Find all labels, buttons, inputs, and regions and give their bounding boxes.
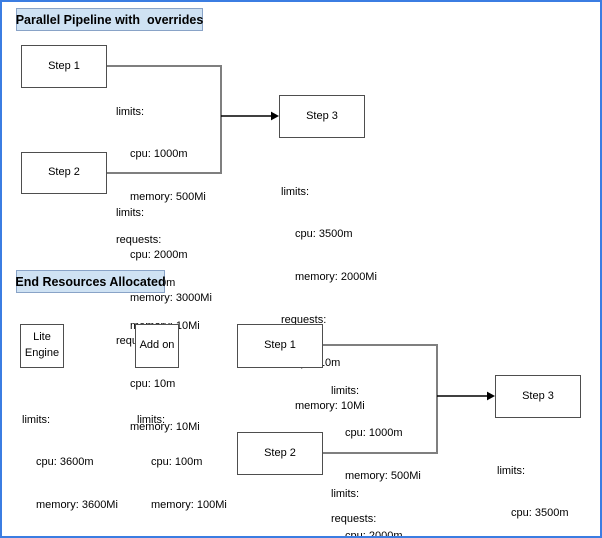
resource-line: memory: 2000Mi xyxy=(295,271,377,284)
resources-add-on: limits: cpu: 100m memory: 100Mi requests… xyxy=(137,384,227,538)
node-top-step3: Step 3 xyxy=(279,95,365,138)
resource-line: cpu: 2000m xyxy=(130,249,188,262)
node-add-on: Add on xyxy=(135,324,179,368)
resources-bottom-step3: limits: cpu: 3500m memory: 2000Mi reques… xyxy=(497,435,593,538)
resource-line: memory: 10Mi xyxy=(295,400,365,413)
resource-line: limits: xyxy=(281,185,310,198)
resource-line: limits: xyxy=(116,105,145,118)
resource-line: cpu: 2000m xyxy=(345,530,403,538)
resource-line: cpu: 100m xyxy=(151,456,203,469)
resource-line: cpu: 10m xyxy=(130,378,176,391)
node-label: Step 2 xyxy=(48,166,80,179)
resource-line: limits: xyxy=(116,206,145,219)
node-label: Lite xyxy=(33,331,51,344)
top-arrow-head-icon xyxy=(271,111,279,121)
bottom-arrow-head-icon xyxy=(487,391,495,401)
resource-line: cpu: 3500m xyxy=(295,228,353,241)
node-label: Engine xyxy=(24,347,60,359)
resource-line: limits: xyxy=(137,413,166,426)
node-bottom-step2: Step 2 xyxy=(237,432,323,475)
resource-line: memory: 100Mi xyxy=(151,499,227,512)
resources-bottom-step2: limits: cpu: 2000m memory: 3000Mi reques… xyxy=(331,458,427,538)
resources-bottom-step1: limits: cpu: 1000m memory: 500Mi request… xyxy=(331,355,421,538)
resource-line: limits: xyxy=(331,384,360,397)
resources-top-step2: limits: cpu: 2000m memory: 3000Mi reques… xyxy=(116,177,212,463)
node-bottom-step3: Step 3 xyxy=(495,375,581,418)
node-label: Step 1 xyxy=(264,339,296,352)
node-label: Step 2 xyxy=(264,446,296,459)
resources-lite-engine: limits: cpu: 3600m memory: 3600Mi reques… xyxy=(22,384,118,538)
node-bottom-step1: Step 1 xyxy=(237,324,323,368)
node-label: Step 3 xyxy=(522,389,554,402)
resource-line: cpu: 1000m xyxy=(345,427,403,440)
resource-line: limits: xyxy=(331,487,360,500)
node-top-step2: Step 2 xyxy=(21,152,107,194)
resource-line: limits: xyxy=(22,413,51,426)
resource-line: memory: 3000Mi xyxy=(130,292,212,305)
node-lite-engine: Lite Engine xyxy=(20,324,64,368)
node-label: Step 1 xyxy=(48,59,80,72)
resource-line: cpu: 3600m xyxy=(36,456,94,469)
resource-line: cpu: 1000m xyxy=(130,148,188,161)
resource-line: limits: xyxy=(497,464,526,477)
section-title-pipeline: Parallel Pipeline with overrides xyxy=(16,8,203,31)
resource-line: memory: 3600Mi xyxy=(36,499,118,512)
resource-line: cpu: 3500m xyxy=(511,507,569,520)
node-label: Step 3 xyxy=(306,109,338,122)
resource-line: memory: 10Mi xyxy=(130,421,200,434)
resource-line: memory: 500Mi xyxy=(345,470,421,483)
top-junction-bracket xyxy=(107,65,222,174)
node-label: Add on xyxy=(139,339,175,352)
node-top-step1: Step 1 xyxy=(21,45,107,88)
bottom-junction-bracket xyxy=(323,344,438,454)
resource-line: requests: xyxy=(116,234,162,247)
resource-line: memory: 500Mi xyxy=(130,191,206,204)
resource-line: requests: xyxy=(281,314,327,327)
resource-line: requests: xyxy=(331,513,377,526)
section-title-end-resources: End Resources Allocated xyxy=(15,270,166,293)
